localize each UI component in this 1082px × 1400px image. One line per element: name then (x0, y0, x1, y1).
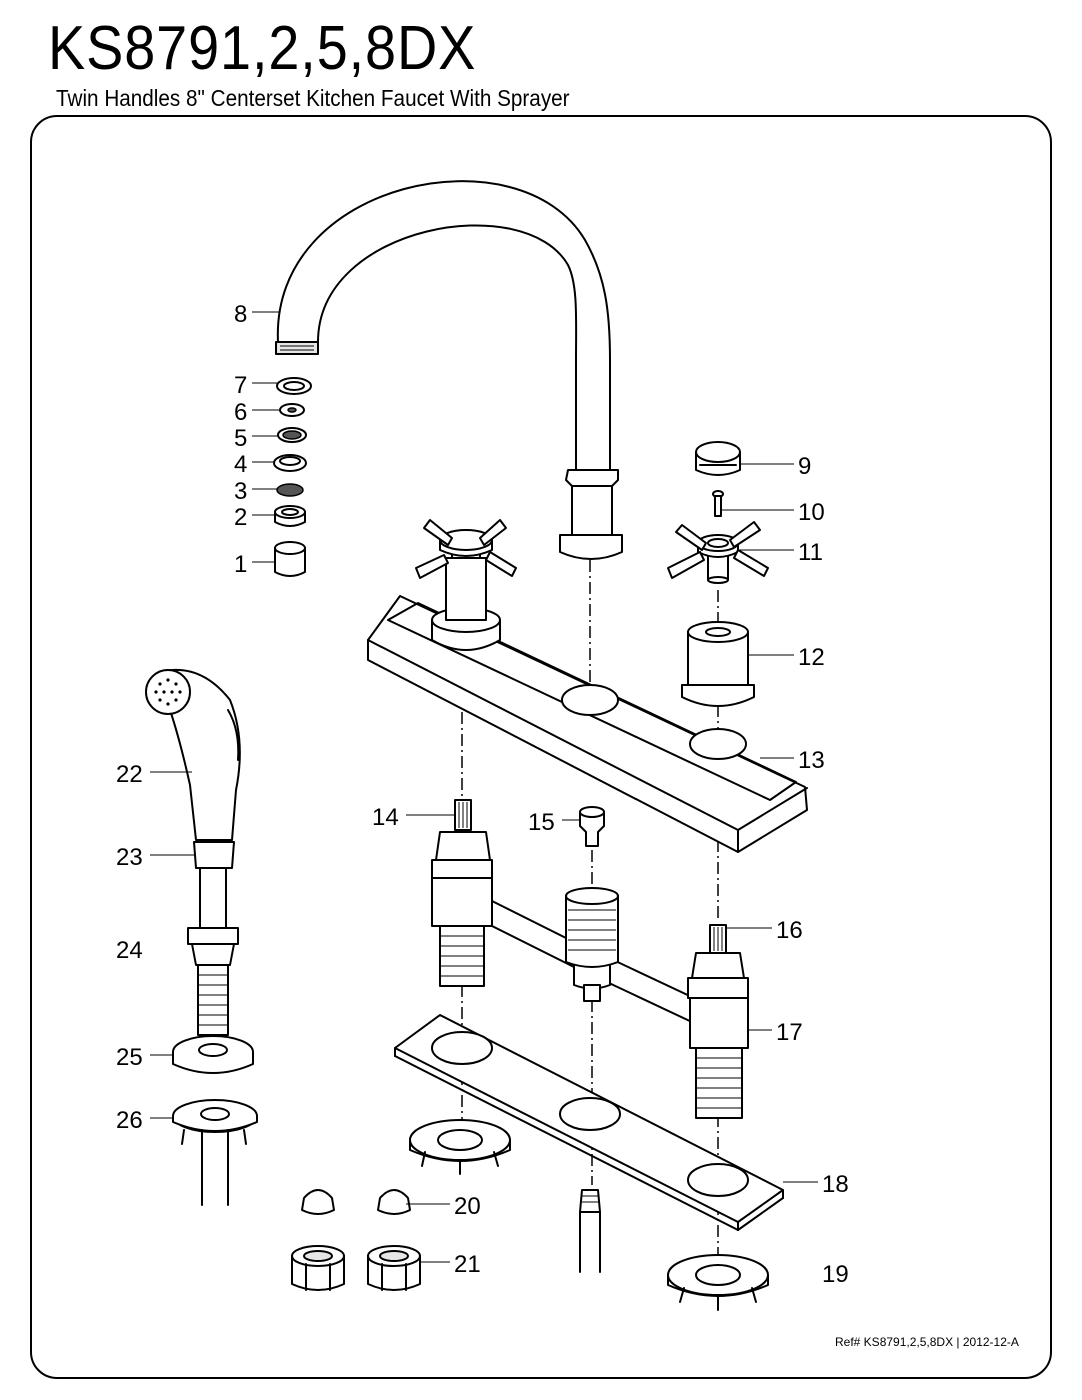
reference-number: Ref# KS8791,2,5,8DX | 2012-12-A (835, 1335, 1019, 1349)
part-label-3: 3 (234, 478, 247, 505)
mounting-nuts (409, 1119, 769, 1311)
part-label-23: 23 (116, 844, 143, 871)
part-label-1: 1 (234, 551, 247, 578)
right-handle-parts (667, 441, 769, 707)
deck-plate (367, 595, 808, 853)
supply-line (579, 1189, 601, 1273)
aerator-parts (273, 377, 312, 577)
leader-lines (150, 311, 818, 1263)
part-label-22: 22 (116, 761, 143, 788)
left-cartridge (431, 799, 493, 987)
part-label-25: 25 (116, 1044, 143, 1071)
part-label-12: 12 (798, 644, 825, 671)
part-label-9: 9 (798, 453, 811, 480)
part-label-19: 19 (822, 1261, 849, 1288)
part-label-14: 14 (372, 804, 399, 831)
part-label-8: 8 (234, 301, 247, 328)
part-label-6: 6 (234, 399, 247, 426)
diagram-frame (30, 115, 1052, 1379)
part-label-13: 13 (798, 747, 825, 774)
side-sprayer (145, 668, 258, 1206)
part-label-4: 4 (234, 451, 247, 478)
part-labels: 8 7 6 5 4 3 2 1 9 10 11 12 13 14 15 16 1… (116, 301, 849, 1288)
part-label-16: 16 (776, 917, 803, 944)
right-cartridge (687, 924, 749, 1119)
product-description: Twin Handles 8" Centerset Kitchen Faucet… (56, 85, 570, 111)
model-title: KS8791,2,5,8DX (48, 14, 477, 83)
compression-fittings (291, 1189, 421, 1291)
part-label-2: 2 (234, 504, 247, 531)
part-label-26: 26 (116, 1107, 143, 1134)
part-label-17: 17 (776, 1019, 803, 1046)
part-label-5: 5 (234, 425, 247, 452)
part-label-21: 21 (454, 1251, 481, 1278)
part-label-7: 7 (234, 372, 247, 399)
part-label-20: 20 (454, 1193, 481, 1220)
part-label-10: 10 (798, 499, 825, 526)
left-cross-handle (415, 519, 517, 651)
gasket (394, 1014, 784, 1231)
spout (275, 180, 623, 560)
valve-body (489, 806, 695, 1024)
part-label-15: 15 (528, 809, 555, 836)
part-label-11: 11 (798, 539, 823, 566)
part-label-18: 18 (822, 1171, 849, 1198)
part-label-24: 24 (116, 937, 143, 964)
